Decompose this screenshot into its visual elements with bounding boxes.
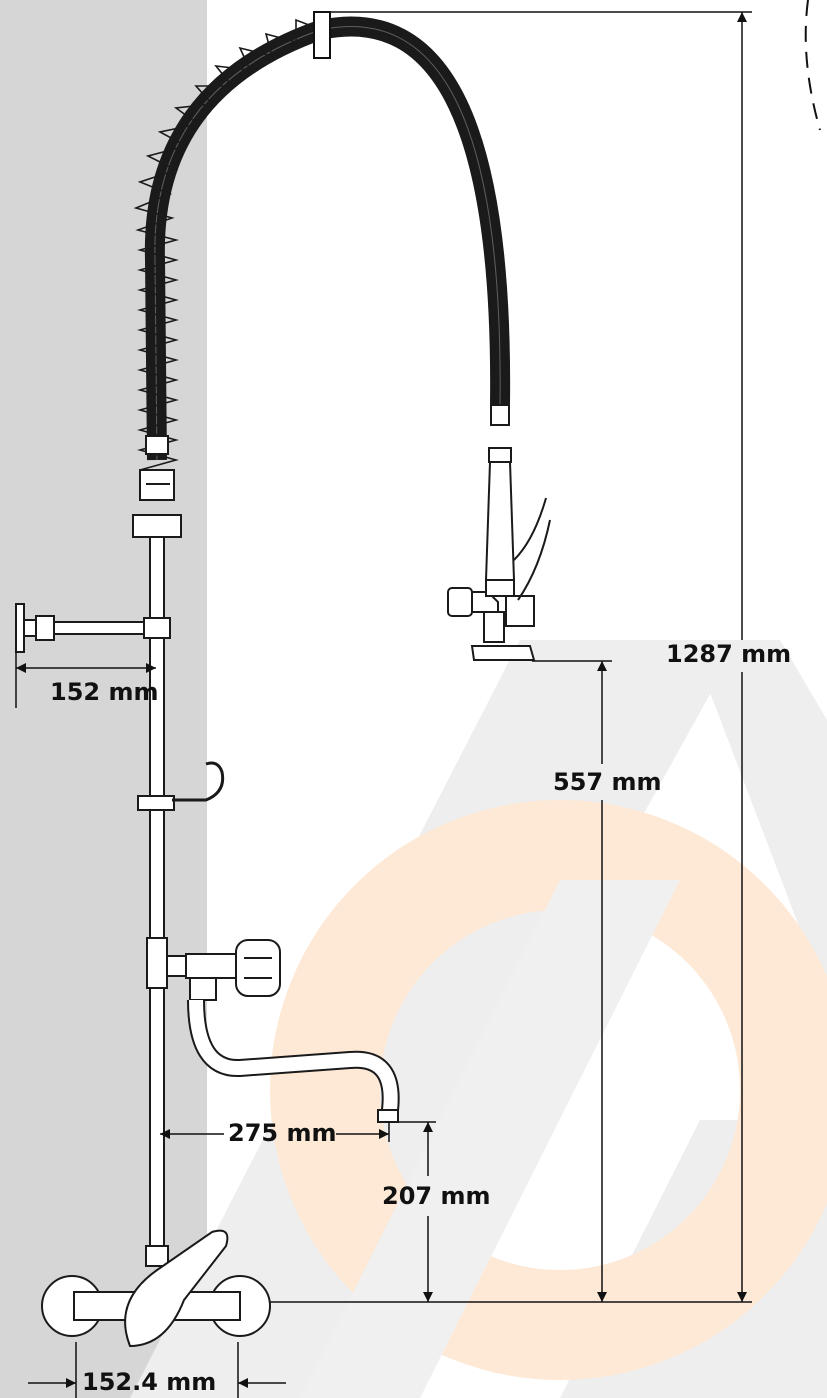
- wall-mixer: [41, 1229, 271, 1348]
- spray-hook: [137, 761, 225, 811]
- dimension-spray-height-label: 557 mm: [553, 768, 662, 796]
- wall-background: [0, 0, 207, 1398]
- dimension-spout-reach-label: 275 mm: [228, 1119, 337, 1147]
- spring-coil: [133, 18, 323, 471]
- dimension-spout-height-label: 207 mm: [382, 1182, 491, 1210]
- wall-bracket: [15, 603, 171, 653]
- dimension-total-height-label: 1287 mm: [666, 640, 792, 668]
- dimension-inlet-centers-label: 152.4 mm: [82, 1368, 217, 1396]
- hose-clamp: [313, 11, 331, 59]
- watermark-logo: [130, 640, 827, 1398]
- spray-valve: [447, 404, 551, 661]
- dashed-arc: [804, 0, 821, 131]
- dimension-lines: [15, 11, 752, 1398]
- dimension-wall-bracket-label: 152 mm: [50, 678, 159, 706]
- pre-rinse-valve: [146, 937, 400, 1123]
- riser-column: [132, 435, 182, 1248]
